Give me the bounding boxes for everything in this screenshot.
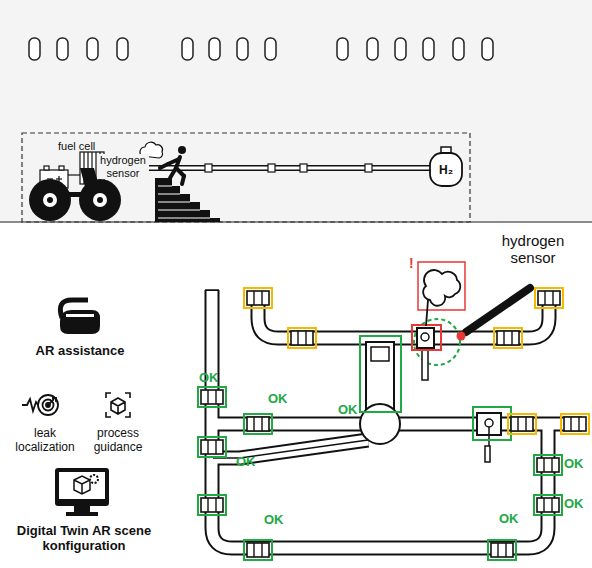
fuselage: [0, 0, 592, 222]
monitor-icon: [55, 468, 109, 516]
text-label: process guidance: [82, 427, 154, 455]
pipe-outline: [105, 165, 432, 171]
status-label: OK: [236, 455, 256, 470]
text-label: hydrogen sensor: [97, 154, 149, 179]
valve: [473, 407, 511, 462]
stairs: [155, 178, 220, 222]
status-label: OK: [264, 513, 284, 528]
status-label: OK: [499, 512, 519, 527]
status-label: OK: [564, 457, 584, 472]
status-label: OK: [338, 403, 358, 418]
leaking-valve: [412, 319, 460, 380]
status-label: OK: [564, 497, 584, 512]
text-label: AR assistance: [20, 344, 140, 359]
hydrogen-tank: H₂: [428, 146, 464, 188]
text-label: fuel cell: [58, 140, 95, 153]
windows: [29, 38, 493, 60]
text-label: !: [409, 255, 414, 271]
status-label: OK: [268, 392, 288, 407]
text-label: Digital Twin AR scene konfiguration: [14, 524, 154, 554]
tank-label: H₂: [428, 163, 464, 177]
small-couplings: [205, 164, 372, 172]
status-label: OK: [199, 371, 219, 386]
text-label: hydrogen sensor: [488, 232, 578, 267]
pipe-network: [205, 290, 582, 548]
flow-meter: [360, 336, 401, 444]
system-boundary: [22, 133, 470, 222]
process-guidance-icon: [106, 393, 130, 417]
vr-headset-icon: [60, 300, 100, 334]
leak-marker: [418, 262, 465, 326]
leak-localization-icon: [22, 395, 58, 415]
couplings: [198, 288, 589, 560]
person: [160, 146, 186, 184]
text-label: leak localization: [6, 427, 84, 455]
